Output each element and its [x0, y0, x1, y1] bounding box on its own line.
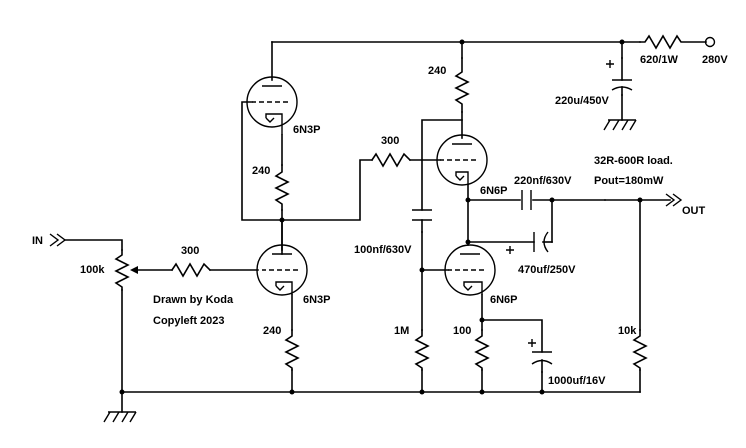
label-r-grid-leak: 1M [394, 325, 409, 337]
label-c-cathode: 1000uf/16V [548, 375, 606, 387]
wires [64, 41, 641, 413]
label-load-note: 32R-600R load. [594, 155, 673, 167]
label-c-coupling-top: 220nf/630V [514, 175, 572, 187]
capacitor-220u [606, 57, 633, 96]
label-credit-copy: Copyleft 2023 [153, 315, 225, 327]
supply-terminal [704, 36, 716, 48]
output-arrow-icon [604, 193, 683, 207]
label-c-electrolytic: 470uf/250V [518, 264, 576, 276]
resistor-240-top [454, 57, 470, 113]
label-r-grid-upper: 300 [381, 135, 399, 147]
resistor-10k [632, 329, 648, 371]
label-supply-voltage: 280V [702, 54, 728, 66]
resistor-620 [639, 34, 707, 50]
label-input: IN [32, 235, 43, 247]
label-r-input: 300 [181, 245, 199, 257]
input-arrow-icon [49, 233, 67, 247]
label-r-output: 10k [618, 325, 637, 337]
label-credit-author: Drawn by Koda [153, 294, 234, 306]
label-pot: 100k [80, 264, 105, 276]
label-tube-v2: 6N3P [303, 294, 331, 306]
label-tube-v4: 6N6P [490, 294, 518, 306]
label-r-supply: 620/1W [640, 54, 679, 66]
label-r-feedback: 240 [252, 165, 270, 177]
label-power-note: Pout=180mW [594, 175, 664, 187]
capacitors [412, 57, 633, 373]
tube-v3 [436, 134, 488, 186]
resistor-1m [414, 329, 430, 371]
capacitor-470uf [506, 231, 553, 254]
tube-v1 [246, 76, 298, 135]
junction-dots [119, 39, 643, 395]
label-r-cathode-v4: 100 [453, 325, 471, 337]
tube-v2 [256, 219, 308, 296]
resistors [114, 34, 707, 371]
resistor-240-feedback [274, 164, 290, 211]
capacitor-1000uf [528, 339, 553, 373]
resistor-300-input [170, 262, 212, 278]
label-tube-v3: 6N6P [480, 185, 508, 197]
resistor-100 [474, 329, 490, 371]
label-r-top-bias: 240 [428, 65, 446, 77]
potentiometer-100k [114, 249, 130, 291]
ground-symbol-supply-icon [603, 119, 637, 131]
ground-symbol-icon [103, 411, 137, 423]
labels: IN OUT 280V 620/1W 220u/450V 240 300 6N3… [32, 54, 728, 387]
label-tube-v1: 6N3P [293, 124, 321, 136]
capacitor-220nf [521, 190, 532, 210]
label-r-cathode-v1: 240 [263, 325, 281, 337]
resistor-240-cathode [284, 329, 300, 371]
pot-wiper-arrow [130, 266, 138, 274]
label-output: OUT [682, 205, 706, 217]
label-c-bootstrap: 100nf/630V [354, 244, 412, 256]
resistor-300-upper [370, 152, 412, 168]
tube-v4 [444, 244, 496, 296]
label-c-supply: 220u/450V [555, 95, 609, 107]
capacitor-100nf [412, 209, 432, 233]
